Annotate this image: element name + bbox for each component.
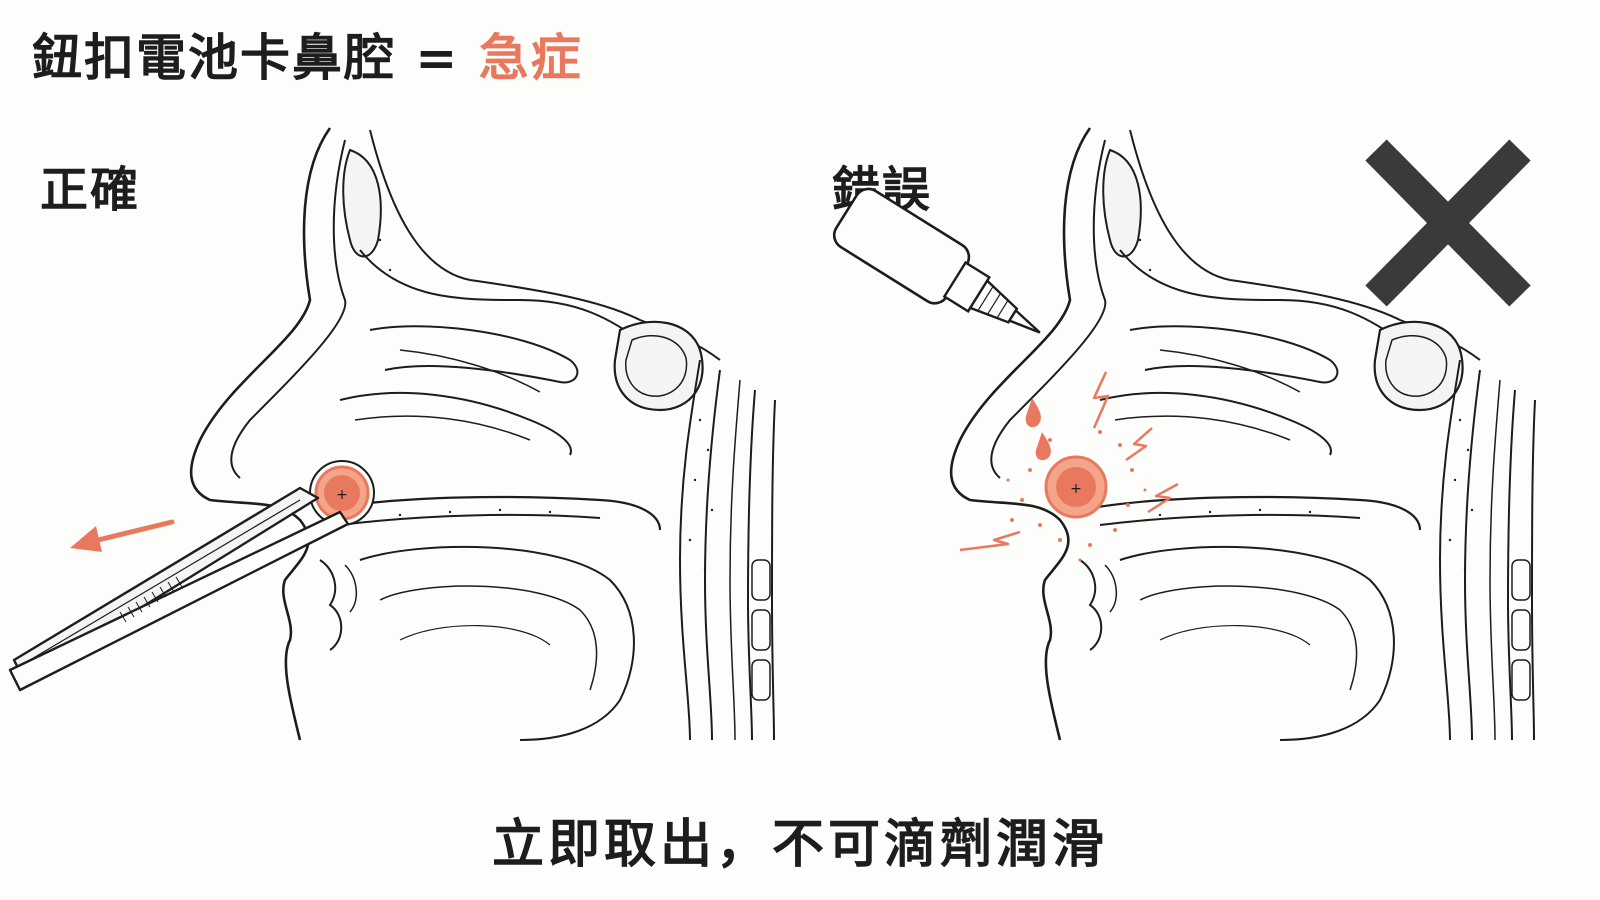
caption: 立即取出，不可滴劑潤滑 — [491, 815, 1108, 875]
wrong-panel: + — [832, 126, 1537, 742]
x-mark-icon — [1365, 139, 1531, 307]
svg-text:+: + — [1070, 481, 1082, 497]
correct-label: 正確 — [40, 162, 141, 218]
lightning-icon — [1147, 482, 1179, 514]
lightning-icon — [1125, 427, 1153, 462]
drop-icon — [1025, 398, 1041, 428]
nasal-cross-section-illustration — [189, 126, 777, 742]
correct-panel: + — [8, 126, 777, 742]
drop-icon — [1035, 432, 1051, 461]
svg-text:+: + — [336, 487, 348, 503]
lightning-icon — [1092, 371, 1110, 429]
button-battery-icon: + — [1044, 455, 1108, 519]
reaction-spray — [1006, 430, 1147, 562]
tweezers-icon — [8, 486, 350, 692]
title-accent: 急症 — [478, 29, 583, 87]
title-main: 鈕扣電池卡鼻腔 = — [32, 29, 479, 87]
dropper-bottle-icon — [832, 187, 1041, 334]
page-title: 鈕扣電池卡鼻腔 = 急症 — [32, 18, 583, 90]
lightning-icon — [959, 530, 1021, 552]
arrow-left-icon — [70, 519, 175, 552]
